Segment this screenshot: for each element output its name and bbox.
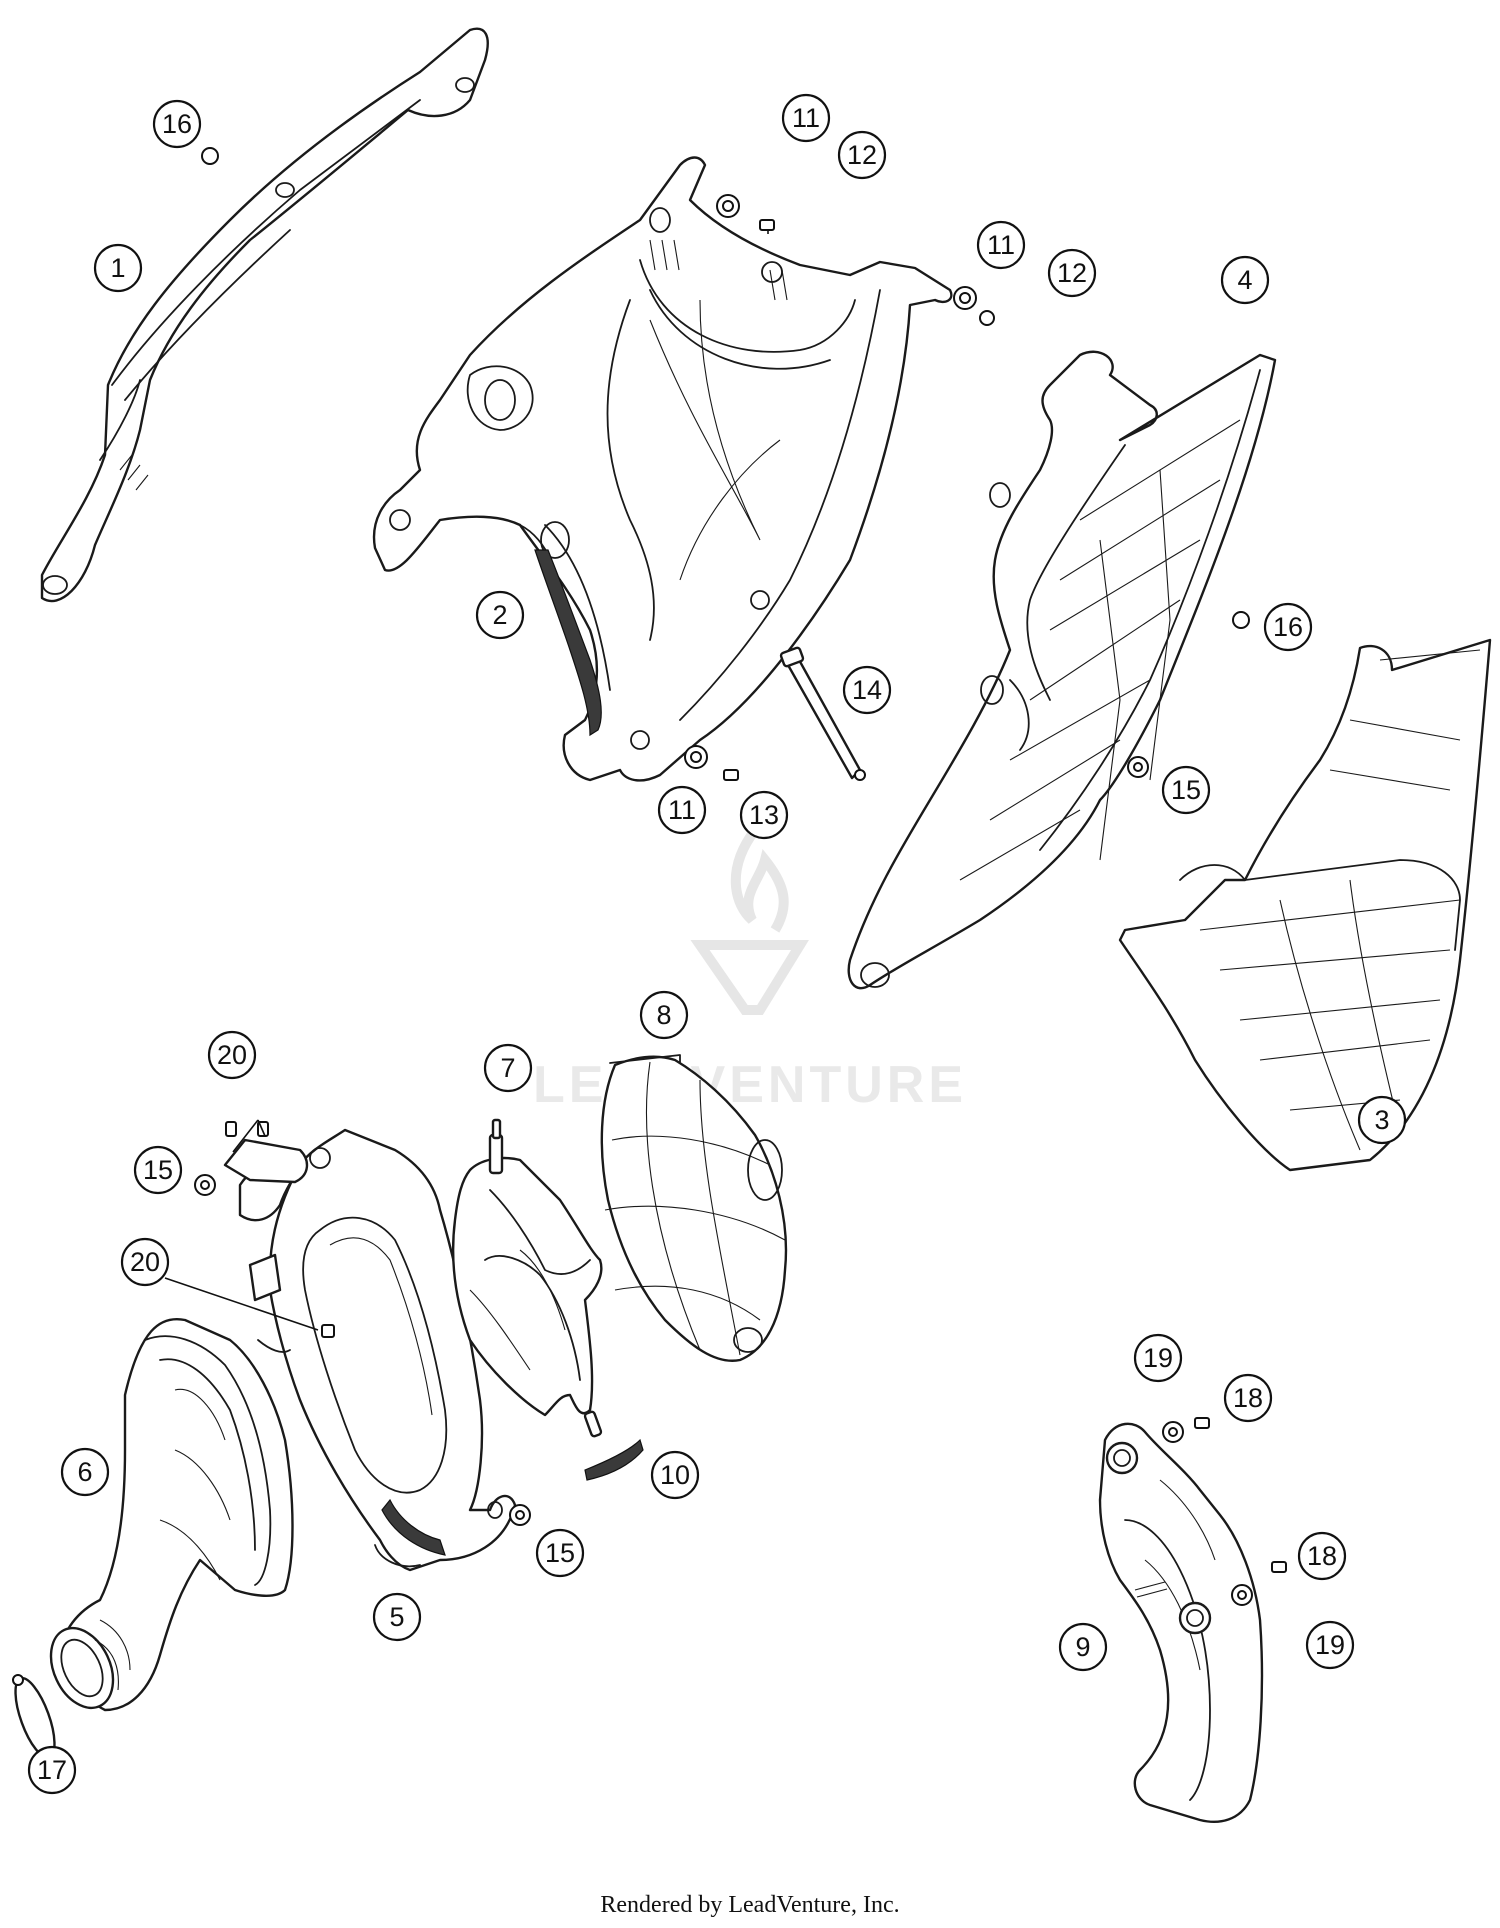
- svg-text:19: 19: [1143, 1343, 1173, 1373]
- nut-15-left: [194, 1174, 216, 1196]
- svg-text:12: 12: [847, 140, 877, 170]
- leader-lines: [164, 1119, 319, 1331]
- svg-text:4: 4: [1237, 265, 1252, 295]
- bolt-18-bottom: [1271, 1561, 1287, 1573]
- callout-4: 4: [1220, 255, 1270, 305]
- callout-9: 9: [1058, 1622, 1108, 1672]
- callout-15b: 15: [133, 1145, 183, 1195]
- bolt-18-top: [1194, 1417, 1210, 1429]
- part-9-right-trim: [1098, 1422, 1264, 1823]
- svg-text:16: 16: [1273, 612, 1303, 642]
- svg-text:19: 19: [1315, 1630, 1345, 1660]
- nut-15-right: [1127, 756, 1149, 778]
- svg-text:5: 5: [389, 1602, 404, 1632]
- washer-12-right: [979, 310, 995, 326]
- svg-text:11: 11: [792, 103, 820, 133]
- callout-18a: 18: [1223, 1373, 1273, 1423]
- part-14-strap: [779, 646, 866, 781]
- bolt-12-top: [759, 219, 775, 234]
- part-10-filter-clip: [584, 1438, 644, 1481]
- part-7-filter-cage: [451, 1118, 603, 1438]
- callout-11b: 11: [976, 220, 1026, 270]
- svg-text:8: 8: [656, 1000, 671, 1030]
- watermark-text: LEADVENTURE: [533, 1056, 967, 1114]
- nut-16-right: [1232, 611, 1250, 629]
- svg-text:9: 9: [1075, 1632, 1090, 1662]
- callout-14: 14: [842, 665, 892, 715]
- part-2-airbox-cover: [372, 156, 953, 782]
- svg-text:3: 3: [1374, 1105, 1389, 1135]
- callout-15c: 15: [535, 1528, 585, 1578]
- callout-19b: 19: [1305, 1620, 1355, 1670]
- callout-17: 17: [27, 1745, 77, 1795]
- callout-18b: 18: [1297, 1531, 1347, 1581]
- svg-text:17: 17: [37, 1755, 67, 1785]
- callout-5: 5: [372, 1592, 422, 1642]
- bolt-20-c: [321, 1324, 335, 1338]
- callout-16a: 16: [152, 99, 202, 149]
- part-6-intake-boot: [49, 1317, 294, 1712]
- hardware: [194, 147, 1287, 1606]
- callout-1: 1: [93, 243, 143, 293]
- callout-12a: 12: [837, 130, 887, 180]
- callout-11a: 11: [781, 93, 831, 143]
- svg-text:11: 11: [987, 230, 1015, 260]
- part-4-side-panel: [847, 350, 1277, 990]
- part-5-filter-box: [223, 1128, 517, 1572]
- callout-19a: 19: [1133, 1333, 1183, 1383]
- svg-text:15: 15: [545, 1538, 575, 1568]
- callout-20b: 20: [120, 1237, 170, 1287]
- svg-text:20: 20: [130, 1247, 160, 1277]
- bolt-13: [723, 769, 739, 781]
- nut-19-bottom: [1231, 1584, 1253, 1606]
- callout-20a: 20: [207, 1030, 257, 1080]
- svg-text:1: 1: [110, 253, 125, 283]
- bolt-20-a: [225, 1121, 237, 1137]
- nut-11-right: [953, 286, 977, 310]
- callout-8: 8: [639, 990, 689, 1040]
- svg-text:20: 20: [217, 1040, 247, 1070]
- nut-11-bottom: [684, 745, 708, 769]
- svg-text:6: 6: [77, 1457, 92, 1487]
- part-1-side-trim: [40, 27, 489, 603]
- svg-text:10: 10: [660, 1460, 690, 1490]
- callout-16b: 16: [1263, 602, 1313, 652]
- svg-text:15: 15: [143, 1155, 173, 1185]
- callout-2: 2: [475, 590, 525, 640]
- svg-text:14: 14: [852, 675, 882, 705]
- svg-text:11: 11: [668, 795, 696, 825]
- callout-6: 6: [60, 1447, 110, 1497]
- callout-12b: 12: [1047, 248, 1097, 298]
- watermark-logo: LEADVENTURE: [533, 827, 967, 1114]
- callout-13: 13: [739, 790, 789, 840]
- svg-text:18: 18: [1307, 1541, 1337, 1571]
- svg-text:18: 18: [1233, 1383, 1263, 1413]
- svg-text:16: 16: [162, 109, 192, 139]
- svg-text:7: 7: [500, 1053, 515, 1083]
- part-8-air-filter: [600, 1054, 788, 1362]
- svg-text:15: 15: [1171, 775, 1201, 805]
- nut-16-left: [201, 147, 219, 165]
- nut-11-top: [716, 194, 740, 218]
- svg-text:12: 12: [1057, 258, 1087, 288]
- nut-15-bottom: [509, 1504, 531, 1526]
- svg-text:2: 2: [492, 600, 507, 630]
- nut-19-top: [1162, 1421, 1184, 1443]
- callout-3: 3: [1357, 1095, 1407, 1145]
- svg-text:13: 13: [749, 800, 779, 830]
- callout-11c: 11: [657, 785, 707, 835]
- callout-10: 10: [650, 1450, 700, 1500]
- callout-7: 7: [483, 1043, 533, 1093]
- render-credit: Rendered by LeadVenture, Inc.: [600, 1892, 900, 1918]
- part-3-number-plate: [1118, 638, 1492, 1172]
- callout-15a: 15: [1161, 765, 1211, 815]
